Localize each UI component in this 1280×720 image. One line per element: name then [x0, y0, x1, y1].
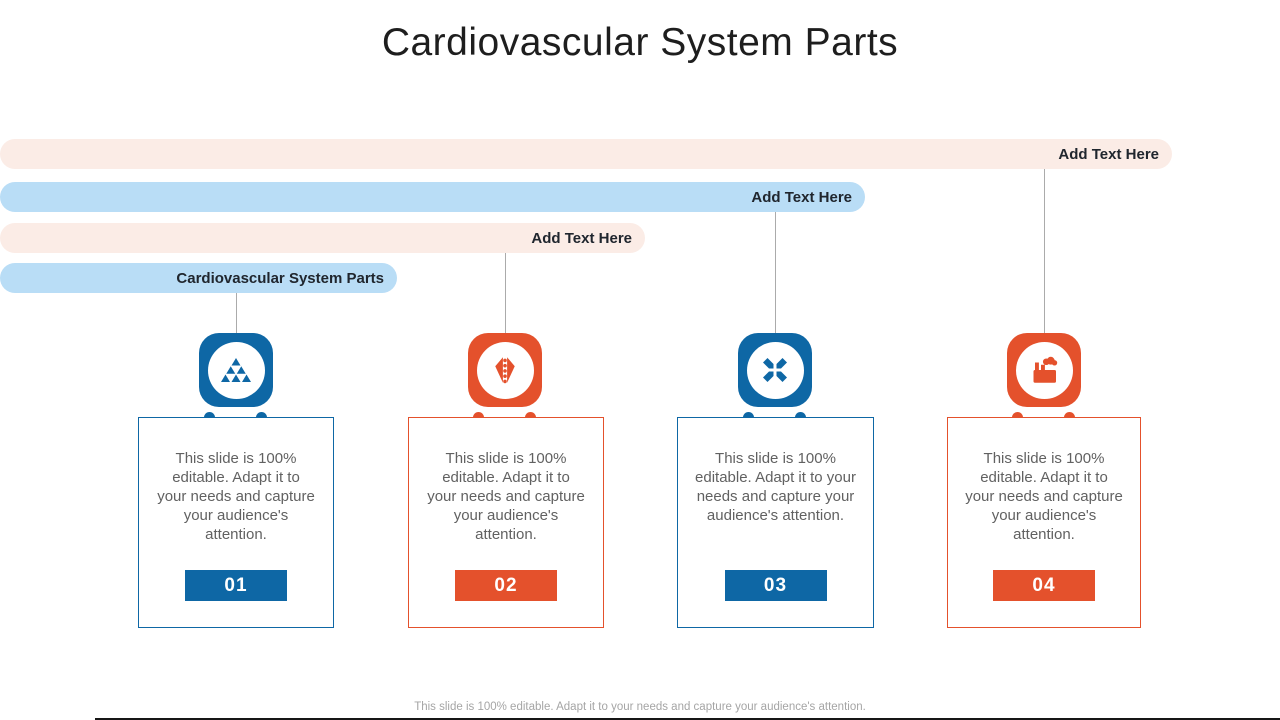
card-body-text: This slide is 100% editable. Adapt it to… — [157, 450, 315, 543]
icon-tile-4[interactable] — [1007, 333, 1081, 407]
text-bar-2[interactable]: Add Text Here — [0, 182, 865, 212]
card-body-text: This slide is 100% editable. Adapt it to… — [427, 450, 585, 543]
collapse-arrows-icon — [763, 358, 787, 382]
icon-circle — [746, 341, 804, 399]
card-body-text: This slide is 100% editable. Adapt it to… — [965, 450, 1123, 543]
card-body-text: This slide is 100% editable. Adapt it to… — [695, 450, 856, 524]
icon-circle — [1015, 341, 1073, 399]
text-bar-2-label: Add Text Here — [751, 188, 852, 206]
content-card-3[interactable]: This slide is 100% editable. Adapt it to… — [677, 417, 874, 628]
connector-line-1 — [236, 293, 237, 333]
text-bar-1[interactable]: Add Text Here — [0, 139, 1172, 169]
connector-line-3 — [775, 212, 776, 333]
icon-tile-1[interactable] — [199, 333, 273, 407]
content-card-1[interactable]: This slide is 100% editable. Adapt it to… — [138, 417, 334, 628]
text-bar-3[interactable]: Add Text Here — [0, 223, 645, 253]
text-bar-4-label: Cardiovascular System Parts — [176, 269, 384, 287]
icon-tile-2[interactable] — [468, 333, 542, 407]
number-badge-04[interactable]: 04 — [993, 570, 1095, 601]
slide-title: Cardiovascular System Parts — [381, 21, 899, 64]
text-bar-4[interactable]: Cardiovascular System Parts — [0, 263, 397, 293]
number-badge-02[interactable]: 02 — [455, 570, 557, 601]
footer-note: This slide is 100% editable. Adapt it to… — [414, 701, 866, 713]
bottom-rule — [95, 718, 1280, 720]
content-card-2[interactable]: This slide is 100% editable. Adapt it to… — [408, 417, 604, 628]
icon-circle — [207, 341, 265, 399]
text-bar-1-label: Add Text Here — [1058, 145, 1159, 163]
number-badge-01[interactable]: 01 — [185, 570, 287, 601]
icon-circle — [476, 341, 534, 399]
connector-line-4 — [1044, 169, 1045, 333]
factory-icon — [1033, 356, 1058, 383]
connector-line-2 — [505, 253, 506, 333]
number-badge-03[interactable]: 03 — [724, 570, 827, 601]
icon-tile-3[interactable] — [738, 333, 812, 407]
text-bar-3-label: Add Text Here — [531, 229, 632, 247]
content-card-4[interactable]: This slide is 100% editable. Adapt it to… — [947, 417, 1141, 628]
triangle-pyramid-icon — [221, 358, 251, 382]
kite-icon — [495, 357, 515, 384]
